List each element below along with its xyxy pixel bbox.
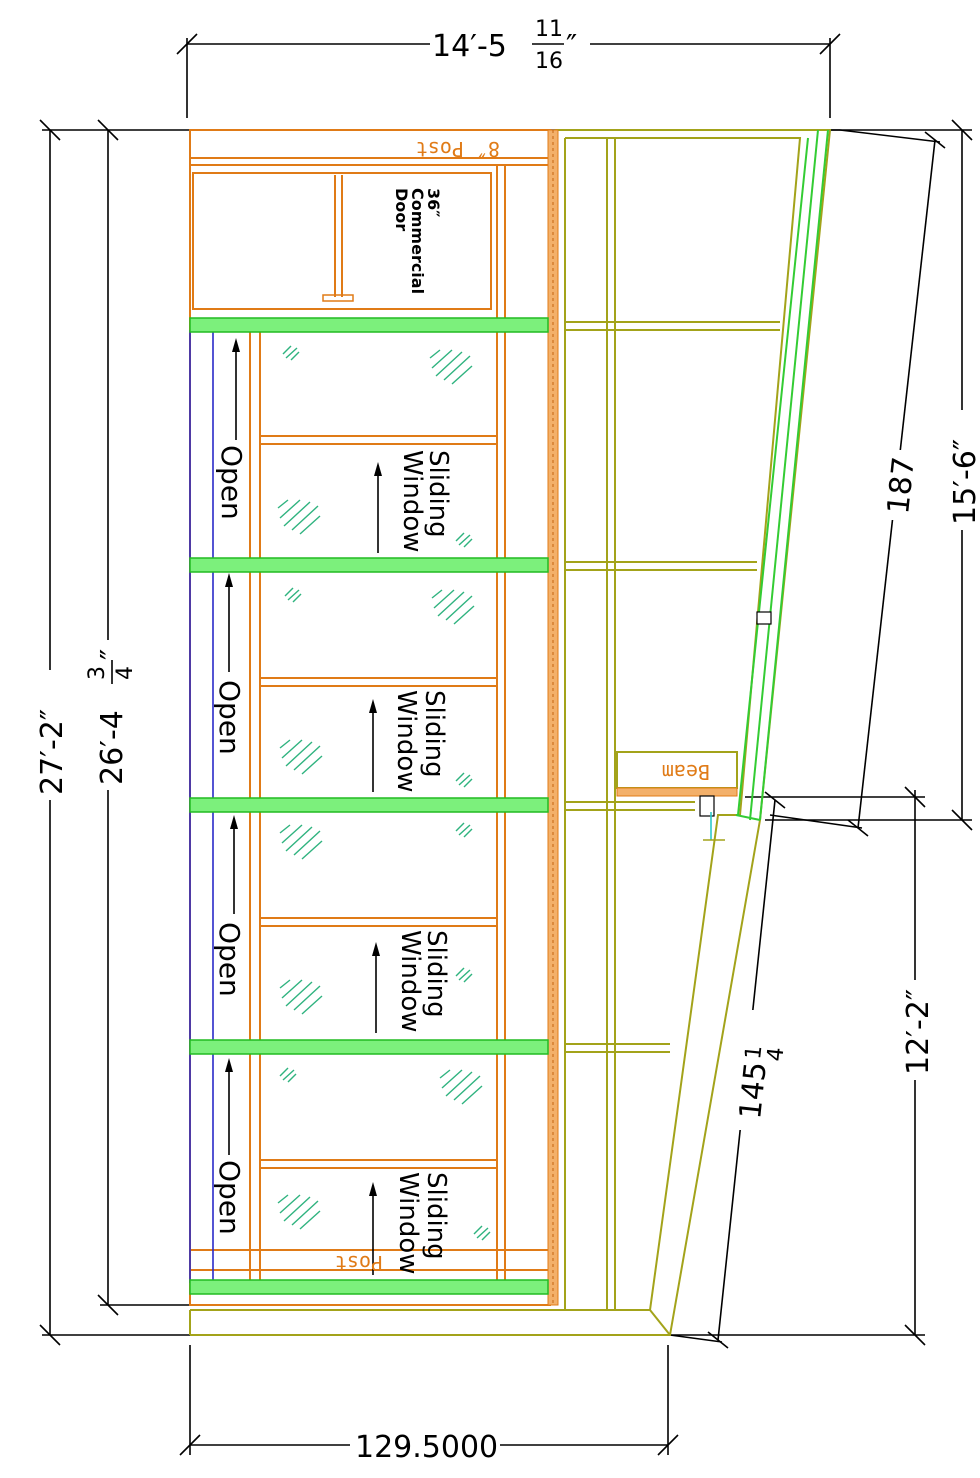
inner-height-frac-den: 4 bbox=[113, 666, 138, 680]
diag-lower-frac-num: 1 bbox=[741, 1044, 767, 1061]
sliding-window-label-1: Sliding Window bbox=[397, 450, 453, 553]
right-glazing-edge bbox=[735, 129, 829, 821]
open-arrows bbox=[225, 338, 240, 1155]
diag-lower-frac-den: 4 bbox=[763, 1046, 789, 1063]
svg-text:Sliding: Sliding bbox=[423, 450, 453, 538]
inner-height-inch: ″ bbox=[95, 649, 130, 660]
glazing-bars bbox=[189, 317, 549, 1295]
overall-height-text: 27′-2″ bbox=[35, 709, 70, 795]
slide-arrow-2 bbox=[369, 699, 377, 792]
open-label-2: Open bbox=[213, 680, 246, 755]
slide-arrow-4 bbox=[369, 1182, 377, 1275]
right-upper-dimension: 15′-6″ bbox=[765, 119, 980, 831]
top-width-text: 14′-5 bbox=[432, 29, 507, 64]
post-bottom-label: Post bbox=[335, 1251, 383, 1275]
svg-text:Door: Door bbox=[392, 188, 411, 231]
diag-lower-text: 145 bbox=[733, 1060, 774, 1121]
commercial-door[interactable] bbox=[192, 172, 492, 310]
sliding-window-label-3: Sliding Window bbox=[395, 930, 451, 1033]
overall-height-dimension: 27′-2″ bbox=[30, 119, 840, 1346]
svg-text:36″: 36″ bbox=[424, 188, 443, 217]
svg-text:Sliding: Sliding bbox=[421, 930, 451, 1018]
slide-arrow-3 bbox=[372, 942, 380, 1033]
latch-icon bbox=[756, 611, 772, 625]
diag-upper-dimension: 187 bbox=[769, 129, 946, 837]
beam-detail bbox=[616, 787, 738, 841]
top-width-inch: ″ bbox=[566, 29, 577, 64]
diag-lower-dimension: 145 1 4 bbox=[669, 791, 789, 1349]
sliding-window-label-2: Sliding Window bbox=[391, 690, 449, 793]
door-label: 36″ Commercial Door bbox=[392, 188, 443, 294]
inner-height-dimension: 26′-4 3 4 ″ bbox=[85, 119, 190, 1316]
right-lower-dimension: 12′-2″ bbox=[670, 786, 936, 1346]
inner-height-text: 26′-4 bbox=[95, 710, 130, 785]
enclosure-frame bbox=[189, 129, 832, 1336]
right-lower-text: 12′-2″ bbox=[901, 989, 936, 1075]
svg-text:Window: Window bbox=[395, 930, 425, 1033]
slide-arrow-1 bbox=[374, 462, 382, 553]
open-arrow-1 bbox=[232, 338, 240, 440]
open-label-1: Open bbox=[215, 445, 248, 520]
beam-label: Beam bbox=[662, 760, 710, 784]
slide-arrows bbox=[369, 462, 382, 1275]
svg-text:Sliding: Sliding bbox=[419, 690, 449, 778]
top-width-frac-num: 11 bbox=[535, 17, 563, 42]
top-width-dimension: 14′-5 11 16 ″ bbox=[176, 17, 841, 118]
glass-hatching bbox=[277, 345, 491, 1241]
bottom-width-text: 129.5000 bbox=[355, 1430, 498, 1465]
post-top-label: 8″ Post bbox=[416, 137, 500, 161]
open-arrow-3 bbox=[230, 815, 238, 914]
bottom-width-dimension: 129.5000 bbox=[179, 1345, 679, 1465]
svg-text:Commercial: Commercial bbox=[408, 188, 427, 294]
open-label-3: Open bbox=[213, 922, 246, 997]
svg-text:Sliding: Sliding bbox=[421, 1172, 451, 1260]
top-width-frac-den: 16 bbox=[535, 49, 563, 74]
open-label-4: Open bbox=[213, 1160, 246, 1235]
open-arrow-2 bbox=[225, 573, 233, 672]
inner-height-frac-num: 3 bbox=[85, 666, 110, 680]
svg-text:Window: Window bbox=[391, 690, 421, 793]
right-upper-text: 15′-6″ bbox=[948, 439, 980, 525]
open-arrow-4 bbox=[225, 1058, 233, 1155]
svg-text:Window: Window bbox=[393, 1172, 423, 1275]
sliding-window-label-4: Sliding Window bbox=[393, 1172, 451, 1275]
svg-text:Window: Window bbox=[397, 450, 427, 553]
diag-upper-text: 187 bbox=[881, 455, 922, 516]
